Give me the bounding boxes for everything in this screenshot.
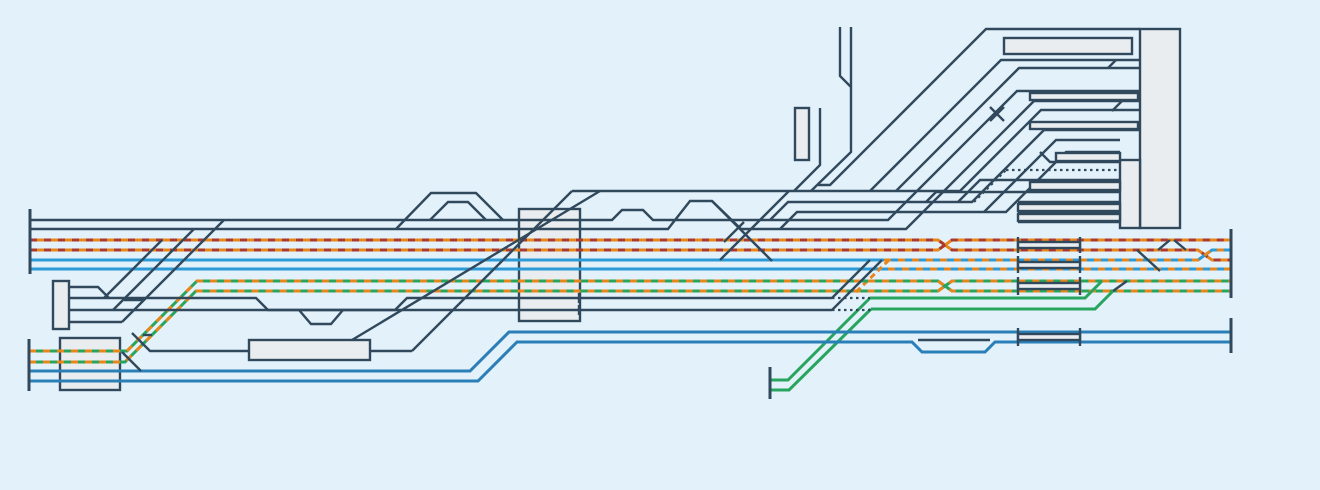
station-tick-2 [1111,100,1123,112]
fan-track-29 [818,27,1140,187]
main-dark-2 [30,99,1140,231]
depot-blue-link [121,351,142,372]
green-terminus-track-1 [770,296,872,382]
stub-platform [793,106,811,162]
long-diagonal-b [351,189,601,342]
layer-structures-over [51,27,1182,362]
station-track-180 [957,178,1120,203]
blue-row-climb [719,190,790,261]
right-crossover-1 [1136,249,1161,272]
bridge-box [517,207,582,323]
route-green-1 [29,279,1231,353]
station-platform-2 [1028,91,1140,102]
middle-fork-a [831,259,871,299]
yard-platform [51,279,71,331]
ladder-diagonal-1 [121,219,225,323]
scissors-mark-b [989,106,1005,122]
right-crossover-2 [1157,239,1171,251]
island-platform-4 [1016,332,1082,342]
green-link-lower [871,289,1115,311]
crossover-lightning [723,221,745,243]
route-orange-2-overlay [30,238,1231,252]
ladder-diagonal-2 [112,228,195,311]
overlay-orange-on-blue-1 [884,248,1231,262]
route-blue-lower-2 [29,340,1231,383]
island-platform-3 [1016,281,1082,291]
stub-track [793,108,822,192]
station-platform-4 [1054,151,1122,163]
island-platform-2 [1016,260,1082,270]
vertical-line-right [810,27,853,192]
station-platform-3 [1028,120,1140,131]
green-link-upper [870,279,1104,300]
long-diagonal-a [411,190,573,352]
station-hall [1138,27,1182,230]
route-orange-1-overlay [30,238,1231,262]
fan-track-68 [895,66,1140,192]
route-green-2 [29,279,1231,364]
station-platform-6 [1016,202,1122,213]
green-terminus-track-2 [770,307,873,392]
station-track-192 [925,190,1120,203]
route-blue-lower-1 [29,330,1231,373]
island-platform-1 [1016,240,1082,250]
loop2-descender [711,200,773,262]
station-annex [1118,158,1142,230]
station-platform-1 [1002,36,1134,56]
yard-spur [69,285,110,299]
layer-tracks [27,27,1233,399]
dotted-diag-170 [973,169,1007,203]
station-platform-5 [1028,180,1122,192]
station-platform-7 [1016,212,1122,223]
middle-pocket [298,309,344,326]
approach-row-1 [572,108,1140,193]
vertical-line-left [838,27,852,88]
long-platform [247,338,372,362]
station-track-140 [983,138,1120,213]
loop-outer [395,191,504,230]
station-tick-1 [1107,59,1117,69]
middle-fork-b [831,259,883,311]
loop-inner [429,200,487,221]
green-rows-tick [1112,280,1128,292]
ladder-diagonal-3 [103,239,163,299]
orange-transition-diagonal [854,258,891,294]
right-crossover-3 [1173,239,1187,251]
fan-track-60 [869,58,1140,192]
